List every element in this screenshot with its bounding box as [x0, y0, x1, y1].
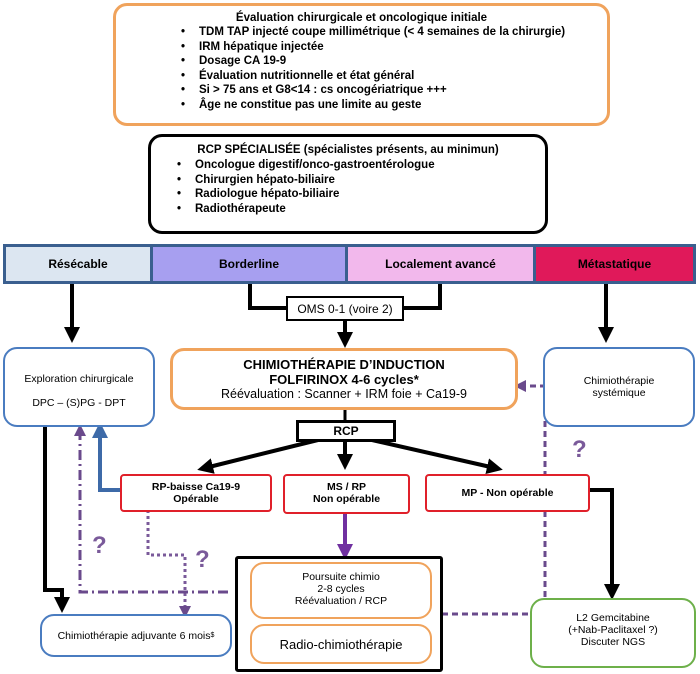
poursuite-line3: Réévaluation / RCP — [294, 595, 388, 607]
question-mark-exploration: ? — [92, 532, 107, 559]
poursuite-line1: Poursuite chimio — [302, 571, 380, 583]
induction-reevaluation: Réévaluation : Scanner + IRM foie + Ca19… — [221, 387, 467, 401]
dotted-rp-adjuvante — [146, 510, 191, 618]
radio-chimio-label: Radio-chimiothérapie — [279, 636, 403, 652]
adjuvante-label: Chimiothérapie adjuvante 6 mois — [57, 629, 211, 642]
adjuvante-box: Chimiothérapie adjuvante 6 mois$ — [40, 614, 232, 657]
outcome-mp-box: MP - Non opérable — [425, 474, 590, 512]
arrow-mp-l2 — [590, 488, 620, 600]
evaluation-item: Évaluation nutritionnelle et état généra… — [181, 69, 597, 84]
line-localement-oms — [400, 284, 442, 310]
outcome-mp-label: MP - Non opérable — [461, 487, 554, 499]
l2-line3: Discuter NGS — [580, 636, 646, 648]
exploration-procedures: DPC – (S)PG - DPT — [32, 397, 126, 409]
arrow-rcp-rp — [197, 438, 319, 474]
rcp-specialisee-box: RCP SPÉCIALISÉE (spécialistes présents, … — [148, 134, 548, 234]
induction-title: CHIMIOTHÉRAPIE D’INDUCTION — [243, 357, 445, 372]
rcp-specialist: Radiologue hépato-biliaire — [177, 187, 535, 202]
rcp-specialist: Chirurgien hépato-biliaire — [177, 173, 535, 188]
oms-box: OMS 0-1 (voire 2) — [286, 296, 404, 321]
systemique-line2: systémique — [592, 387, 646, 399]
dashed-l2-induction — [432, 380, 547, 616]
l2-line1: L2 Gemcitabine — [576, 612, 650, 624]
band-localement-avance: Localement avancé — [348, 244, 536, 284]
rcp-specialist: Oncologue digestif/onco-gastroentérologu… — [177, 158, 535, 173]
rcp-decision-label: RCP — [333, 424, 359, 438]
evaluation-title: Évaluation chirurgicale et oncologique i… — [235, 12, 488, 24]
dashdot-poursuite-exploration — [74, 424, 228, 594]
induction-box: CHIMIOTHÉRAPIE D’INDUCTION FOLFIRINOX 4-… — [170, 348, 518, 410]
rcp-specialisee-list: Oncologue digestif/onco-gastroentérologu… — [177, 158, 535, 216]
evaluation-item: Âge ne constitue pas une limite au geste — [181, 98, 597, 113]
oms-label: OMS 0-1 (voire 2) — [297, 301, 393, 316]
evaluation-box: Évaluation chirurgicale et oncologique i… — [113, 3, 610, 126]
line-borderline-oms — [248, 284, 290, 310]
systemique-line1: Chimiothérapie — [583, 375, 655, 387]
rcp-specialist: Radiothérapeute — [177, 202, 535, 217]
rcp-specialisee-title: RCP SPÉCIALISÉE (spécialistes présents, … — [197, 144, 499, 156]
poursuite-box: Poursuite chimio 2-8 cycles Réévaluation… — [250, 562, 432, 619]
outcome-ms-line2: Non opérable — [312, 493, 381, 505]
arrow-exploration-adjuvante — [43, 425, 70, 613]
evaluation-item: Si > 75 ans et G8<14 : cs oncogériatriqu… — [181, 83, 597, 98]
poursuite-line2: 2-8 cycles — [317, 583, 365, 595]
evaluation-list: TDM TAP injecté coupe millimétrique (< 4… — [181, 25, 597, 112]
question-mark-l2: ? — [572, 436, 587, 463]
systemique-box: Chimiothérapie systémique — [543, 347, 695, 427]
evaluation-item: IRM hépatique injectée — [181, 40, 597, 55]
question-mark-adjuvante: ? — [195, 546, 210, 573]
radio-chimio-box: Radio-chimiothérapie — [250, 624, 432, 664]
arrow-rp-exploration — [92, 422, 120, 492]
induction-regimen: FOLFIRINOX 4-6 cycles* — [269, 372, 419, 387]
outcome-rp-box: RP-baisse Ca19-9 Opérable — [120, 474, 272, 512]
l2-line2: (+Nab-Paclitaxel ?) — [568, 624, 658, 636]
evaluation-item: Dosage CA 19-9 — [181, 54, 597, 69]
rcp-decision-box: RCP — [296, 420, 396, 442]
arrow-rcp-mp — [371, 438, 503, 475]
outcome-ms-line1: MS / RP — [326, 481, 367, 493]
outcome-rp-line2: Opérable — [173, 493, 219, 505]
exploration-box: Exploration chirurgicale DPC – (S)PG - D… — [3, 347, 155, 427]
adjuvante-footnote: $ — [210, 632, 215, 639]
exploration-title: Exploration chirurgicale — [24, 373, 134, 385]
band-metastatique: Métastatique — [536, 244, 696, 284]
l2-box: L2 Gemcitabine (+Nab-Paclitaxel ?) Discu… — [530, 598, 696, 668]
band-borderline: Borderline — [153, 244, 348, 284]
evaluation-item: TDM TAP injecté coupe millimétrique (< 4… — [181, 25, 597, 40]
outcome-ms-box: MS / RP Non opérable — [283, 474, 410, 514]
outcome-rp-line1: RP-baisse Ca19-9 — [151, 481, 241, 493]
band-resecable: Résécable — [3, 244, 153, 284]
